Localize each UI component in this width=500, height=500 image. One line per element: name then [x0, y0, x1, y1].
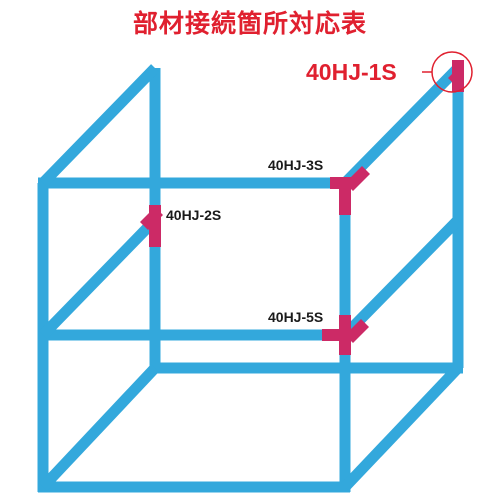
joint-marker-40hj-2s-post — [149, 205, 161, 247]
joint-label-40hj-1s: 40HJ-1S — [306, 59, 397, 85]
frame-bar — [39, 64, 159, 187]
frame-bar — [39, 216, 159, 339]
joint-markers — [140, 60, 464, 355]
joint-marker-40hj-1s-arm — [448, 68, 464, 84]
joint-marker-40hj-3s-diag — [345, 166, 370, 191]
joint-marker-40hj-5s-arm — [322, 329, 350, 341]
frame-bar — [341, 364, 462, 491]
diagram-title: 部材接続箇所対応表 — [132, 9, 367, 38]
joint-marker-40hj-5s-diag — [345, 319, 369, 343]
frame-bar — [38, 364, 160, 491]
joint-label-40hj-2s: 40HJ-2S — [166, 207, 222, 223]
frame-bars — [37, 64, 464, 493]
joint-label-40hj-5s: 40HJ-5S — [268, 309, 324, 325]
highlight-callout — [422, 51, 473, 93]
joint-label-40hj-3s: 40HJ-3S — [268, 157, 324, 173]
joint-marker-40hj-3s-arm — [330, 177, 352, 189]
frame-bar — [341, 216, 462, 339]
